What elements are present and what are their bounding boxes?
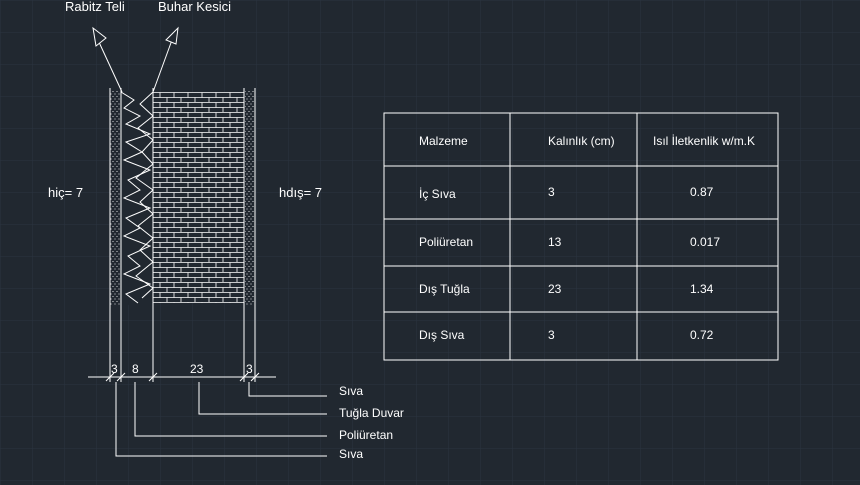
vapor-barrier-line <box>135 91 154 299</box>
vapor-barrier-callout-label: Buhar Kesici <box>158 0 231 14</box>
outer-plaster-layer <box>245 90 255 305</box>
rabitz-mesh-line <box>120 91 152 304</box>
layer-label-outer-plaster: Sıva <box>339 384 363 398</box>
insulation-layer <box>121 90 153 305</box>
table-header-material: Malzeme <box>419 134 468 148</box>
table-header-conductivity: Isıl İletkenlik w/m.K <box>653 134 755 148</box>
table-row: Dış Tuğla 23 1.34 <box>419 282 714 296</box>
rabitz-callout-label: Rabitz Teli <box>65 0 125 14</box>
table-row: Dış Sıva 3 0.72 <box>419 328 714 342</box>
callout-leaders <box>92 26 179 93</box>
dimension-inner-plaster: 3 <box>111 362 118 376</box>
table-cell: 0.72 <box>690 328 714 342</box>
table-cell: Dış Sıva <box>419 328 465 342</box>
layer-label-inner-plaster: Sıva <box>339 447 363 461</box>
table-row: İç Sıva 3 0.87 <box>419 185 714 201</box>
table-cell: 0.017 <box>690 235 720 249</box>
layer-leaders <box>115 382 327 457</box>
wall-section <box>109 88 256 306</box>
table-cell: Poliüretan <box>419 235 473 249</box>
table-cell: İç Sıva <box>419 187 456 201</box>
dimension-insulation: 8 <box>132 362 139 376</box>
table-cell: 3 <box>548 185 555 199</box>
inner-coefficient-label: hiç= 7 <box>48 185 83 200</box>
table-cell: Dış Tuğla <box>419 282 470 296</box>
inner-plaster-layer <box>110 90 121 305</box>
material-table <box>383 112 779 361</box>
table-cell: 23 <box>548 282 562 296</box>
dimension-brick: 23 <box>190 362 204 376</box>
brick-layer <box>153 92 244 303</box>
layer-label-brick: Tuğla Duvar <box>339 406 404 420</box>
table-cell: 3 <box>548 328 555 342</box>
dimension-line <box>88 306 276 382</box>
table-cell: 13 <box>548 235 562 249</box>
table-cell: 1.34 <box>690 282 714 296</box>
table-header-thickness: Kalınlık (cm) <box>548 134 615 148</box>
layer-label-insulation: Poliüretan <box>339 428 393 442</box>
dimension-outer-plaster: 3 <box>246 362 253 376</box>
table-header-row: Malzeme Kalınlık (cm) Isıl İletkenlik w/… <box>419 134 755 148</box>
table-row: Poliüretan 13 0.017 <box>419 235 720 249</box>
table-cell: 0.87 <box>690 185 714 199</box>
outer-coefficient-label: hdış= 7 <box>279 185 322 200</box>
